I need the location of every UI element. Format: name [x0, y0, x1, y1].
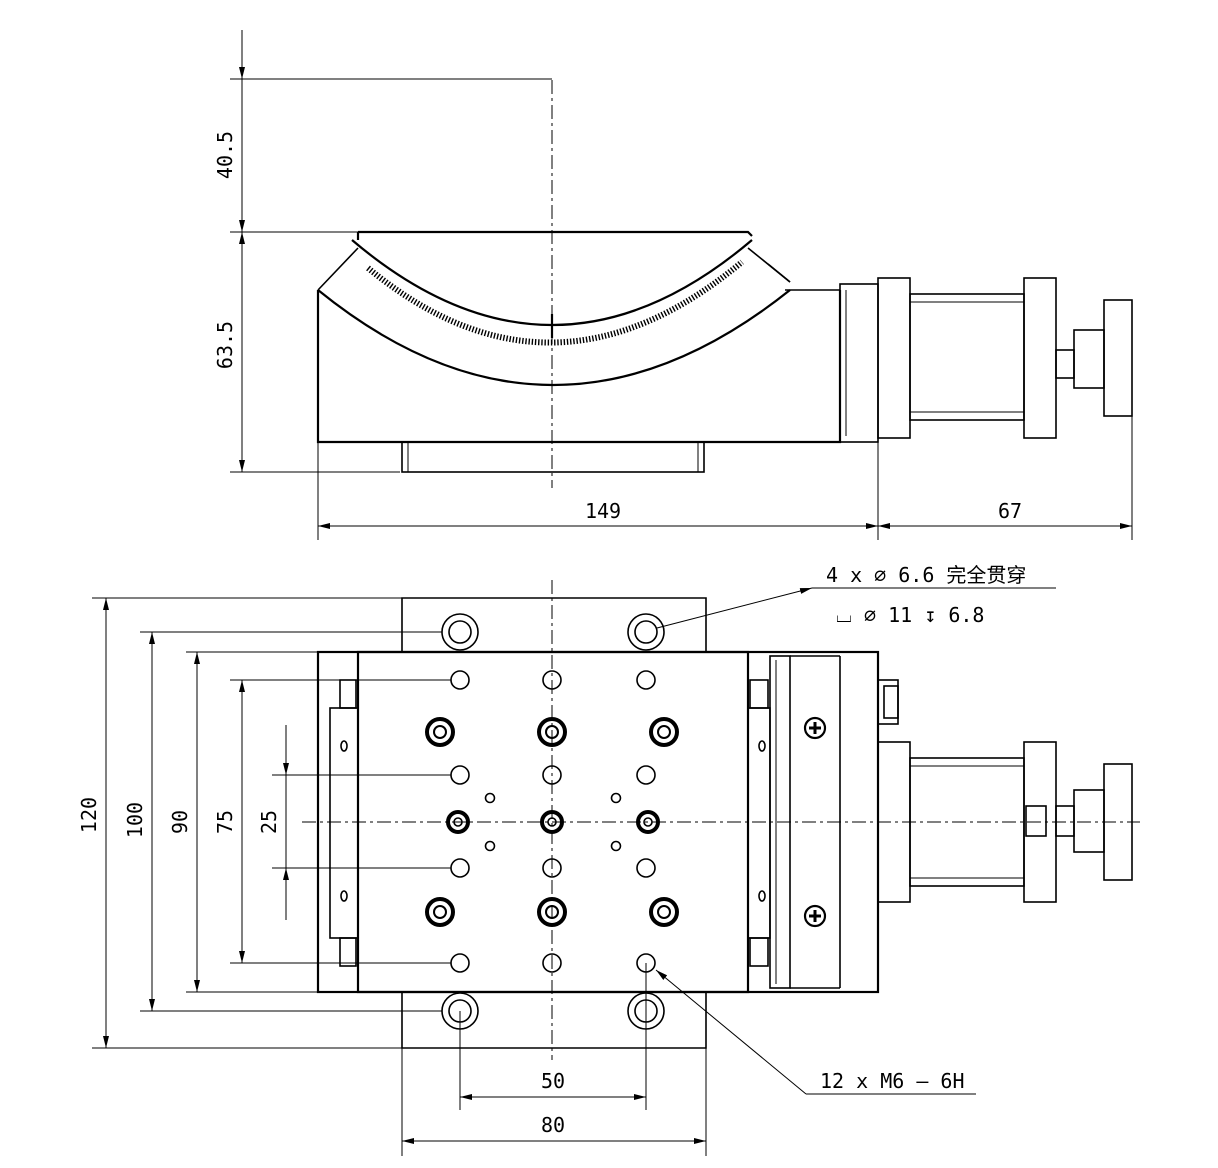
- side-motor-body: [909, 293, 1025, 421]
- tap-hole: [542, 858, 562, 878]
- tapped-holes: [450, 670, 656, 973]
- screw-head: [649, 717, 679, 747]
- tap-hole: [450, 765, 470, 785]
- side-motor-ring-left: [877, 277, 911, 439]
- top-right-slot-bottom: [758, 890, 766, 902]
- leader-through-holes: [656, 587, 813, 629]
- cbore-hole-tl: [441, 613, 479, 651]
- top-left-rail-cap-bottom: [339, 937, 357, 967]
- side-cradle-outer-arc: [317, 289, 791, 387]
- side-body-outline: [316, 290, 842, 444]
- dim-label-50: 50: [541, 1069, 565, 1093]
- dim-label-80: 80: [541, 1113, 565, 1137]
- screw-head: [425, 717, 455, 747]
- dim-label-63-5: 63.5: [213, 321, 237, 369]
- callout-counterbore: ⌴ ∅ 11 ↧ 6.8: [836, 603, 984, 627]
- screw-head: [649, 897, 679, 927]
- tap-hole: [450, 858, 470, 878]
- dim-label-149: 149: [585, 499, 621, 523]
- side-scale-ticks: [366, 259, 744, 346]
- tap-hole: [542, 670, 562, 690]
- top-left-slot-top: [340, 740, 348, 752]
- screw-socket: [547, 817, 557, 827]
- callout-tapped-holes: 12 x M6 — 6H: [820, 1069, 965, 1093]
- callout-through-holes: 4 x ∅ 6.6 完全贯穿: [826, 563, 1026, 587]
- top-right-rail-cap-bottom: [749, 937, 769, 967]
- screw-head: [636, 810, 660, 834]
- dim-label-100: 100: [123, 802, 147, 838]
- top-knob-hub: [1073, 789, 1105, 853]
- screw-socket: [657, 725, 671, 739]
- top-motor-shaft: [1055, 805, 1075, 837]
- top-screw-top-cross: [809, 722, 821, 734]
- top-base-plate-bottom: [401, 992, 707, 1049]
- side-motor-shaft: [1055, 349, 1075, 379]
- top-view: 120 100 90 75 25 50 80 4 x ∅ 6.6 完全贯穿 ⌴ …: [77, 563, 1140, 1156]
- pin-hole: [610, 840, 622, 852]
- dim-label-75: 75: [213, 810, 237, 834]
- tap-hole: [542, 765, 562, 785]
- top-worm-housing: [769, 655, 791, 989]
- pin-hole: [610, 792, 622, 804]
- side-body-chamfer-left: [317, 247, 359, 291]
- side-knob: [1103, 299, 1133, 417]
- screw-socket: [453, 817, 463, 827]
- dim-label-90: 90: [168, 810, 192, 834]
- top-fitting-inner: [883, 685, 899, 719]
- pin-hole: [484, 792, 496, 804]
- top-left-rail-cap-top: [339, 679, 357, 709]
- side-base-plate: [401, 441, 705, 473]
- top-base-plate-top: [401, 597, 707, 652]
- top-screw-bottom: [803, 904, 827, 928]
- screw-head: [537, 897, 567, 927]
- tap-hole: [636, 765, 656, 785]
- screw-socket: [433, 905, 447, 919]
- screw-socket: [657, 905, 671, 919]
- top-left-rail: [329, 707, 359, 939]
- pin-hole: [484, 840, 496, 852]
- top-left-slot-bottom: [340, 890, 348, 902]
- tap-hole: [450, 953, 470, 973]
- side-bump: [767, 263, 791, 283]
- cbore-hole-tr-inner: [634, 620, 658, 644]
- top-screw-top: [803, 716, 827, 740]
- top-knob: [1103, 763, 1133, 881]
- socket-screws: [425, 717, 679, 927]
- screw-socket: [545, 905, 559, 919]
- screw-head: [537, 717, 567, 747]
- top-right-slot-top: [758, 740, 766, 752]
- tap-hole: [636, 670, 656, 690]
- pin-holes: [484, 792, 622, 852]
- screw-socket: [433, 725, 447, 739]
- side-view: 40.5 63.5 14: [213, 30, 1133, 540]
- top-motor-key: [1025, 805, 1047, 837]
- screw-socket: [545, 725, 559, 739]
- leader-tapped-holes: [655, 969, 807, 1095]
- cbore-hole-tl-inner: [448, 620, 472, 644]
- screw-head: [425, 897, 455, 927]
- dim-label-120: 120: [77, 797, 101, 833]
- side-knob-hub: [1073, 329, 1105, 389]
- cbore-hole-tr: [627, 613, 665, 651]
- tap-hole: [542, 953, 562, 973]
- screw-head: [446, 810, 470, 834]
- screw-socket: [643, 817, 653, 827]
- top-right-rail-cap-top: [749, 679, 769, 709]
- tap-hole: [636, 858, 656, 878]
- side-top-edge: [358, 230, 753, 237]
- dim-label-67: 67: [998, 499, 1022, 523]
- dim-label-40-5: 40.5: [213, 131, 237, 179]
- screw-head: [540, 810, 564, 834]
- top-screw-bottom-cross: [809, 910, 821, 922]
- side-motor-ring-right: [1023, 277, 1057, 439]
- dim-label-25: 25: [257, 810, 281, 834]
- tap-hole: [450, 670, 470, 690]
